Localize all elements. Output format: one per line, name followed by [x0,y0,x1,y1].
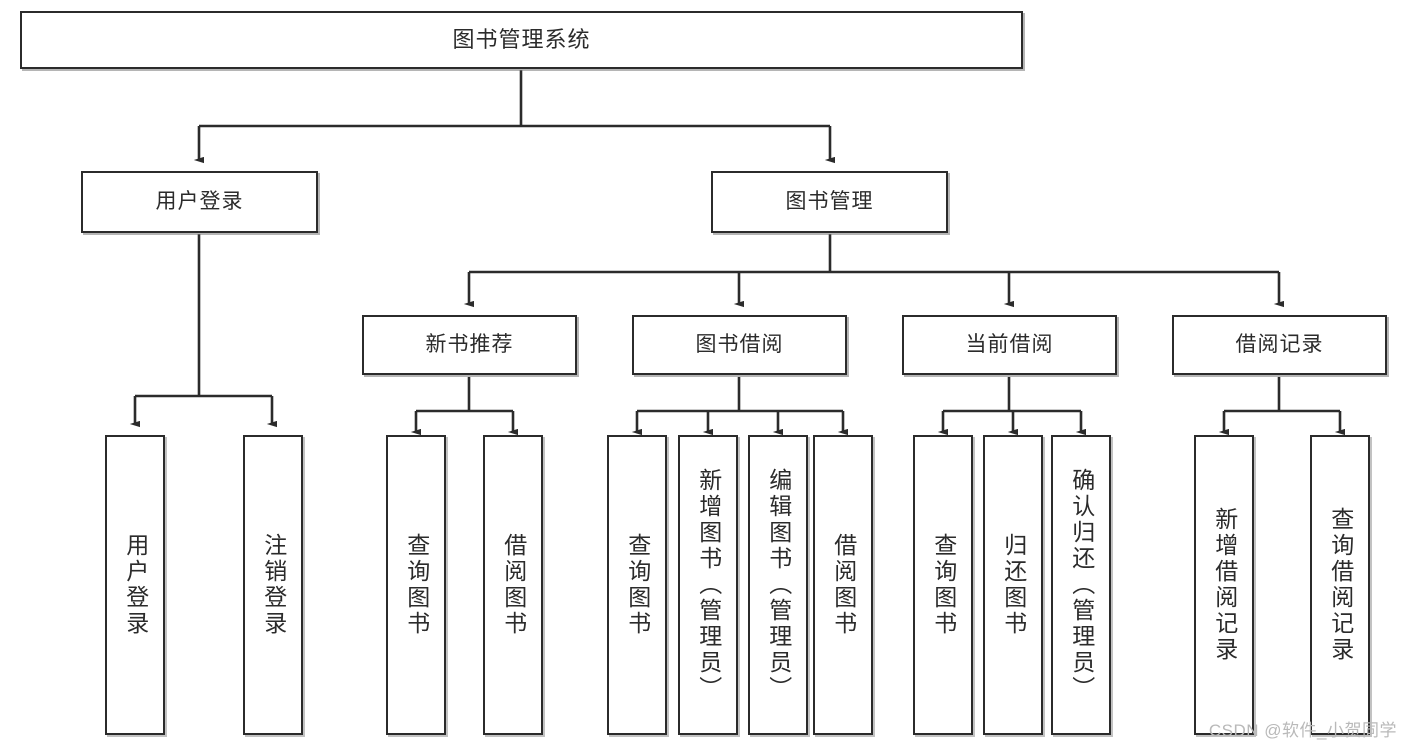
node-user-login[interactable]: 用户登录 [81,171,318,233]
node-label: 图书借阅 [695,332,784,356]
node-book-management[interactable]: 图书管理 [711,171,948,233]
node-label: 查询图书 [930,533,957,637]
leaf-user-login[interactable]: 用户登录 [105,435,165,735]
node-label: 归还图书 [1000,533,1027,637]
node-label: 借阅记录 [1235,332,1324,356]
node-label: 查询图书 [624,533,651,637]
node-label: 查询图书 [403,533,430,637]
node-label: 借阅图书 [830,533,857,637]
node-label: 新书推荐 [425,332,514,356]
node-label: 注销登录 [260,533,287,637]
leaf-borrow-book-recommend[interactable]: 借阅图书 [483,435,543,735]
node-label: 图书管理系统 [452,27,591,53]
leaf-borrow-book[interactable]: 借阅图书 [813,435,873,735]
node-borrow-records[interactable]: 借阅记录 [1172,315,1387,375]
leaf-query-book-borrow[interactable]: 查询图书 [607,435,667,735]
node-label: 编辑图书（管理员） [765,468,792,702]
leaf-edit-book-admin[interactable]: 编辑图书（管理员） [748,435,808,735]
node-label: 新增图书（管理员） [695,468,722,702]
leaf-query-book-current[interactable]: 查询图书 [913,435,973,735]
node-current-borrow[interactable]: 当前借阅 [902,315,1117,375]
node-label: 用户登录 [155,189,244,213]
leaf-confirm-return-admin[interactable]: 确认归还（管理员） [1051,435,1111,735]
node-new-book-recommend[interactable]: 新书推荐 [362,315,577,375]
leaf-query-book-recommend[interactable]: 查询图书 [386,435,446,735]
leaf-add-borrow-record[interactable]: 新增借阅记录 [1194,435,1254,735]
node-label: 借阅图书 [500,533,527,637]
leaf-add-book-admin[interactable]: 新增图书（管理员） [678,435,738,735]
leaf-logout[interactable]: 注销登录 [243,435,303,735]
node-book-borrow[interactable]: 图书借阅 [632,315,847,375]
node-label: 图书管理 [785,189,874,213]
node-label: 新增借阅记录 [1211,507,1238,663]
node-label: 当前借阅 [965,332,1054,356]
leaf-return-book[interactable]: 归还图书 [983,435,1043,735]
node-root-system[interactable]: 图书管理系统 [20,11,1023,69]
node-label: 用户登录 [122,533,149,637]
leaf-query-borrow-record[interactable]: 查询借阅记录 [1310,435,1370,735]
node-label: 确认归还（管理员） [1068,468,1095,702]
node-label: 查询借阅记录 [1327,507,1354,663]
